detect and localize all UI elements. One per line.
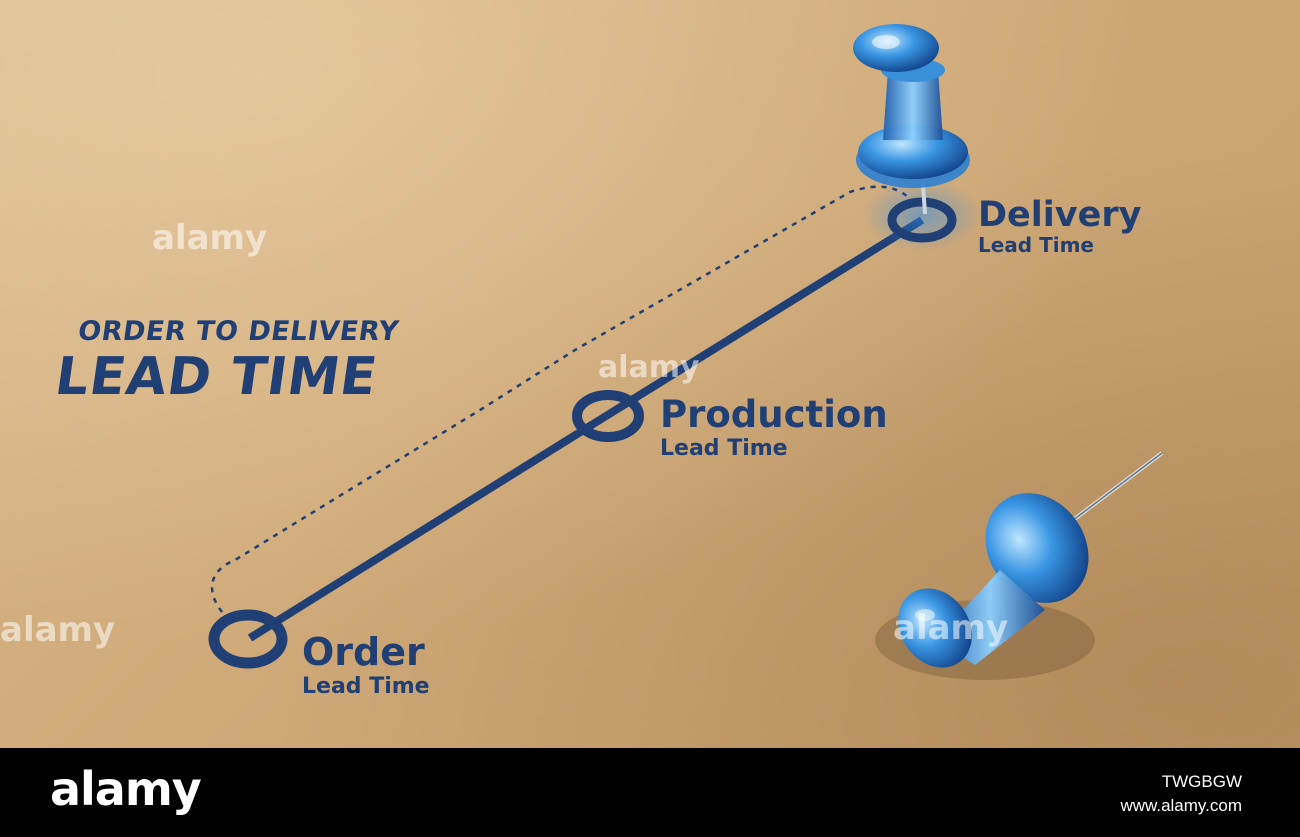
footer-bar: alamy TWGBGW www.alamy.com <box>0 748 1300 837</box>
timeline-line <box>247 412 609 642</box>
order-title: Order <box>302 630 425 674</box>
order-node <box>208 609 288 669</box>
order-subtitle: Lead Time <box>302 674 430 699</box>
brand-logo: alamy <box>50 762 202 816</box>
timeline-diagram <box>208 24 1164 680</box>
delivery-title: Delivery <box>978 195 1142 235</box>
image-info: TWGBGW www.alamy.com <box>1120 770 1242 818</box>
production-node <box>572 390 644 442</box>
production-subtitle: Lead Time <box>660 436 788 461</box>
delivery-label: Delivery Lead Time <box>978 196 1141 256</box>
headline-line-2: LEAD TIME <box>51 347 382 407</box>
photo: ORDER TO DELIVERY LEAD TIME Delivery Lea… <box>0 0 1300 748</box>
watermark: alamy <box>0 610 116 650</box>
order-label: Order Lead Time <box>302 630 430 700</box>
headline: ORDER TO DELIVERY LEAD TIME <box>52 316 401 407</box>
production-label: Production Lead Time <box>660 394 888 462</box>
watermark: alamy <box>598 350 700 385</box>
headline-line-1: ORDER TO DELIVERY <box>76 316 401 347</box>
pushpin-upright-icon <box>853 24 970 215</box>
watermark: alamy <box>152 218 268 258</box>
pushpin-lying-icon <box>875 451 1164 680</box>
site-link[interactable]: www.alamy.com <box>1120 796 1242 815</box>
image-id: TWGBGW <box>1161 772 1242 791</box>
timeline-line <box>603 216 925 420</box>
delivery-node <box>887 197 957 243</box>
delivery-subtitle: Lead Time <box>978 233 1094 257</box>
watermark: alamy <box>893 608 1009 648</box>
production-title: Production <box>660 393 888 436</box>
